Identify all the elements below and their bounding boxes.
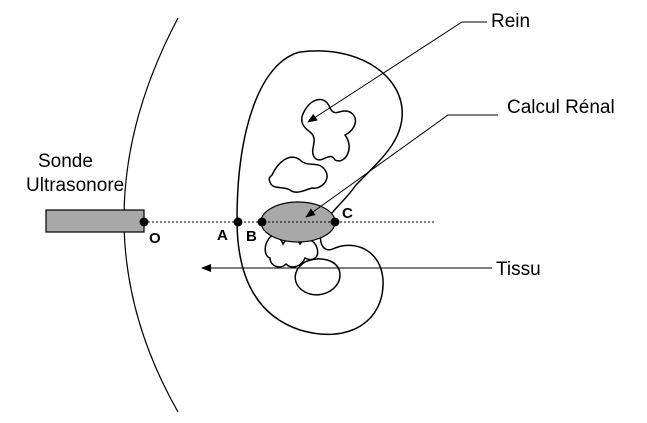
kidney-calyx-middle (268, 156, 328, 193)
kidney-lobe-lower (294, 258, 341, 296)
sonde-label-line2: Ultrasonore (26, 175, 124, 196)
kidney-calyx-lower (264, 234, 319, 268)
tissu-label: Tissu (496, 259, 541, 280)
point-a-marker (233, 217, 243, 227)
point-b-marker (257, 217, 267, 227)
calcul-renal-label: Calcul Rénal (507, 97, 615, 118)
rein-label: Rein (491, 11, 530, 32)
ultrasound-probe (45, 209, 145, 233)
rein-leader-line (307, 21, 487, 123)
point-o-label: O (149, 230, 161, 247)
point-o-marker (139, 217, 149, 227)
point-b-label: B (246, 228, 257, 245)
point-c-marker (330, 217, 340, 227)
calcul-leader-line (305, 114, 498, 218)
point-c-label: C (342, 205, 353, 222)
point-a-label: A (217, 227, 228, 244)
sonde-label-line1: Sonde (38, 151, 93, 172)
